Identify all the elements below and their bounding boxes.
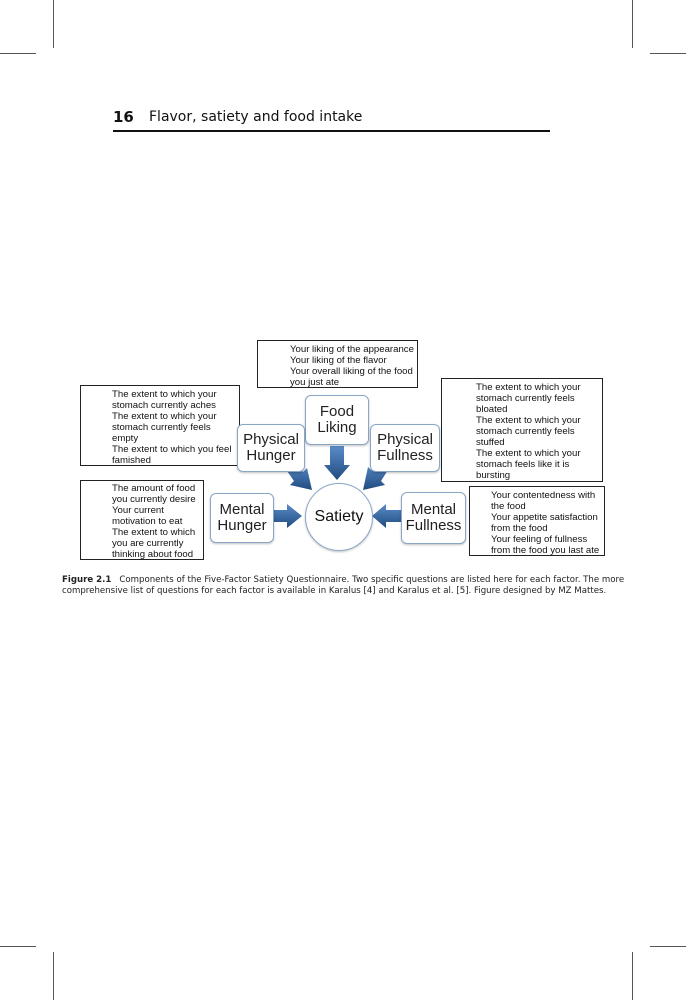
figure-label: Figure 2.1 bbox=[62, 575, 112, 585]
mental-fullness-questions: Your contentedness with the food Your ap… bbox=[469, 486, 605, 556]
node-satiety: Satiety bbox=[305, 483, 373, 551]
arrow-food-liking bbox=[324, 446, 350, 480]
node-physical-hunger: Physical Hunger bbox=[237, 424, 305, 472]
mental-hunger-questions: The amount of food you currently desire … bbox=[80, 480, 204, 560]
arrow-mental-hunger bbox=[271, 504, 302, 528]
food-liking-questions: Your liking of the appearance Your likin… bbox=[257, 340, 418, 388]
crop-mark bbox=[0, 946, 36, 947]
physical-hunger-questions: The extent to which your stomach current… bbox=[80, 385, 240, 466]
crop-mark bbox=[0, 53, 36, 54]
crop-mark bbox=[53, 0, 54, 48]
page-number: 16 bbox=[113, 108, 134, 126]
crop-mark bbox=[53, 952, 54, 1000]
physical-fullness-questions: The extent to which your stomach current… bbox=[441, 378, 603, 482]
crop-mark bbox=[632, 0, 633, 48]
node-mental-hunger: Mental Hunger bbox=[210, 493, 274, 543]
node-physical-fullness: Physical Fullness bbox=[370, 424, 440, 472]
node-food-liking: Food Liking bbox=[305, 395, 369, 445]
caption-text: Components of the Five-Factor Satiety Qu… bbox=[62, 575, 625, 596]
running-title: Flavor, satiety and food intake bbox=[149, 109, 363, 125]
crop-mark bbox=[650, 946, 686, 947]
crop-mark bbox=[632, 952, 633, 1000]
arrow-mental-fullness bbox=[372, 504, 402, 528]
crop-mark bbox=[650, 53, 686, 54]
node-mental-fullness: Mental Fullness bbox=[401, 492, 466, 544]
running-header: 16 Flavor, satiety and food intake bbox=[113, 108, 550, 132]
